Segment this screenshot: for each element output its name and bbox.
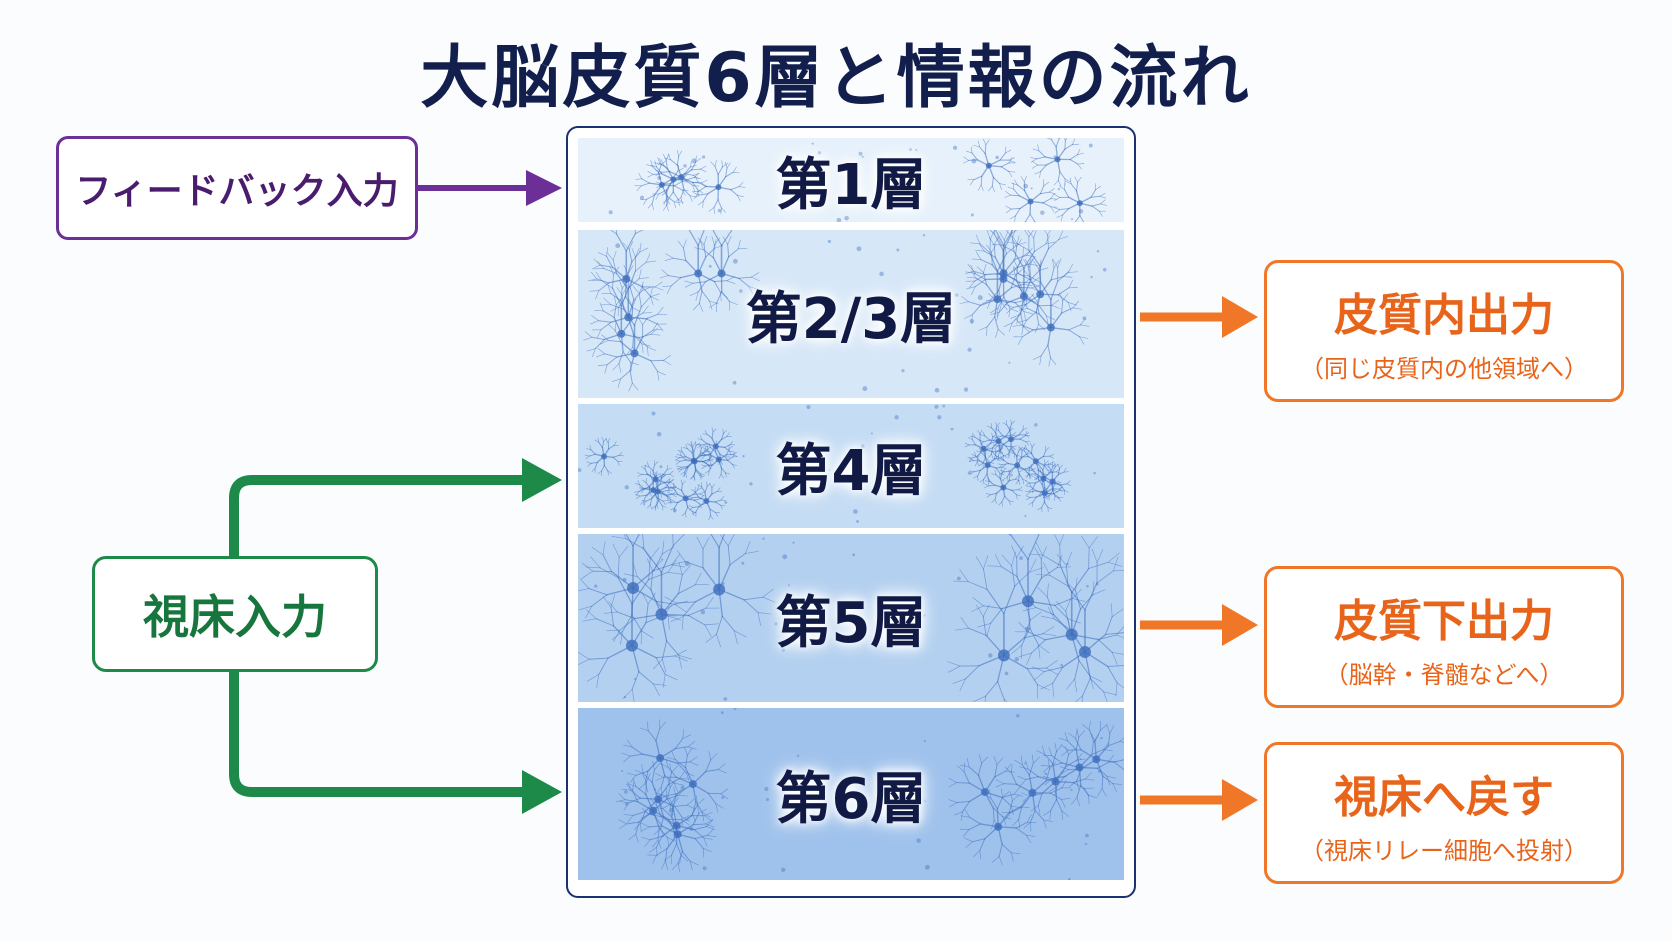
thalamic-return-title: 視床へ戻す bbox=[1334, 771, 1554, 823]
intracortical-output-title: 皮質内出力 bbox=[1334, 289, 1554, 341]
intracortical-output-subtitle: （同じ皮質内の他領域へ） bbox=[1300, 354, 1588, 383]
layer-1-neurons bbox=[608, 138, 1107, 222]
layer-6-label: 第6層 bbox=[775, 766, 927, 832]
feedback-input-label: フィードバック入力 bbox=[75, 171, 399, 212]
layer-5: 第5層 bbox=[578, 534, 1124, 702]
thalamic-return-arrow bbox=[1140, 779, 1258, 821]
subcortical-output-title: 皮質下出力 bbox=[1334, 595, 1554, 647]
layer-5-neurons bbox=[578, 534, 1124, 702]
thalamic-input-box: 視床入力 bbox=[92, 556, 378, 672]
layer-4-label: 第4層 bbox=[775, 438, 927, 504]
thalamic-return-subtitle: （視床リレー細胞へ投射） bbox=[1300, 836, 1588, 865]
layer-6-neurons bbox=[616, 708, 1124, 880]
feedback-arrow bbox=[418, 170, 562, 206]
subcortical-output-arrow bbox=[1140, 604, 1258, 646]
layer-1: 第1層 bbox=[578, 138, 1124, 222]
layer-2-3-label: 第2/3層 bbox=[745, 286, 957, 352]
intracortical-output-box: 皮質内出力 （同じ皮質内の他領域へ） bbox=[1264, 260, 1624, 402]
layer-4-neurons bbox=[578, 404, 1096, 523]
subcortical-output-subtitle: （脳幹・脊髄などへ） bbox=[1324, 660, 1564, 689]
thalamic-return-box: 視床へ戻す （視床リレー細胞へ投射） bbox=[1264, 742, 1624, 884]
subcortical-output-box: 皮質下出力 （脳幹・脊髄などへ） bbox=[1264, 566, 1624, 708]
thalamic-input-arrows bbox=[229, 458, 562, 814]
layer-5-label: 第5層 bbox=[775, 590, 927, 656]
layer-2-3: 第2/3層 bbox=[578, 230, 1124, 398]
page-title: 大脳皮質6層と情報の流れ bbox=[420, 39, 1252, 118]
layer-4: 第4層 bbox=[578, 404, 1124, 528]
feedback-input-box: フィードバック入力 bbox=[56, 136, 418, 240]
layer-6: 第6層 bbox=[578, 708, 1124, 880]
cortex-layer-stack: 第1層 第2/3層 第4層 第5層 第6層 bbox=[566, 126, 1136, 898]
intracortical-output-arrow bbox=[1140, 296, 1258, 338]
thalamic-input-label: 視床入力 bbox=[143, 590, 327, 644]
layer-2-3-neurons bbox=[583, 230, 1107, 393]
layer-1-label: 第1層 bbox=[775, 152, 927, 218]
